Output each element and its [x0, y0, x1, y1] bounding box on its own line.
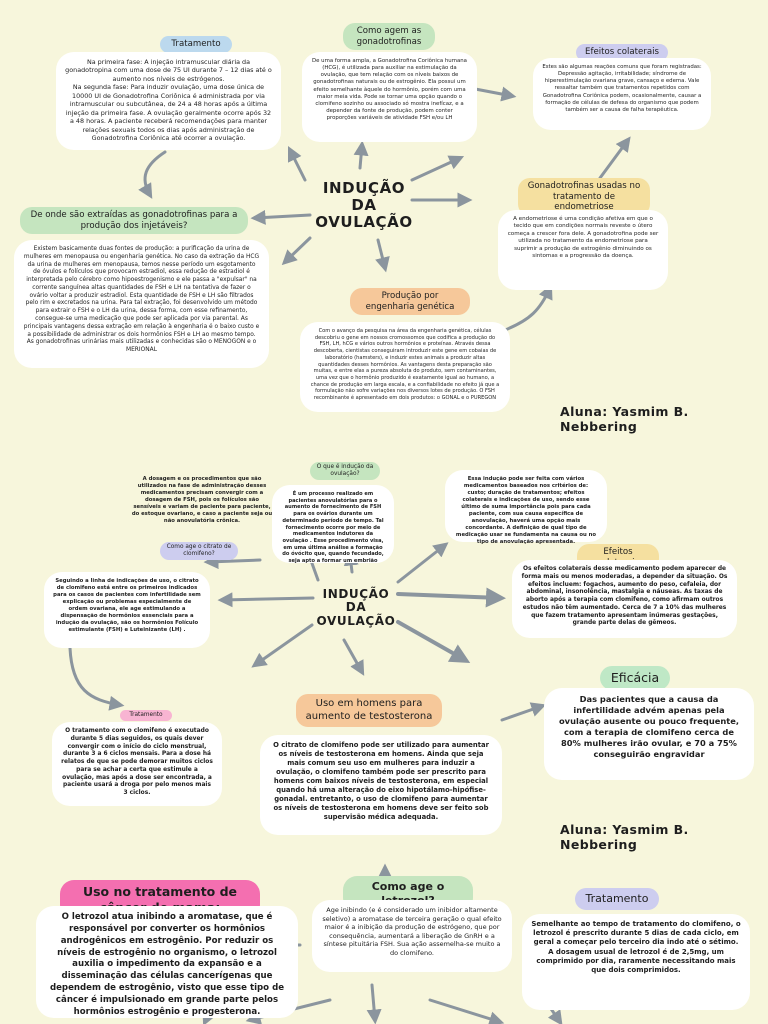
- section2-homens-text: O citrato de clomifeno pode ser utilizad…: [260, 735, 502, 835]
- section1-como-agem-label: Como agem as gonadotrofinas: [343, 23, 435, 51]
- section2-dosagem-text: A dosagem e os procedimentos que são uti…: [131, 476, 273, 524]
- section3-cancer-text: O letrozol atua inibindo a aromatase, qu…: [36, 906, 298, 1018]
- section2-efeitos-text: Os efeitos colaterais desse medicamento …: [512, 560, 737, 638]
- section1-tratamento-label: Tratamento: [160, 36, 232, 53]
- section2-citrato-label: Como age o citrato de clomifeno?: [160, 542, 238, 561]
- section1-efeitos-label: Efeitos colaterais: [576, 44, 668, 61]
- section1-engenharia-label: Produção por engenharia genética: [350, 288, 470, 316]
- section2-duracao-text: Essa indução pode ser feita com vários m…: [445, 470, 607, 545]
- section2-tratamento-label: Tratamento: [120, 710, 172, 722]
- section3-tratamento-label: Tratamento: [575, 888, 659, 910]
- section1-tratamento-text: Na primeira fase: A injeção intramuscula…: [56, 52, 281, 150]
- section1-efeitos-text: Estes são algumas reações comuns que for…: [533, 58, 711, 130]
- section1-endometriose-label: Gonadotrofinas usadas no tratamento de e…: [518, 178, 650, 217]
- section2-eficacia-text: Das pacientes que a causa da infertilida…: [544, 688, 754, 780]
- section1-origem-label: De onde são extraídas as gonadotrofinas …: [20, 207, 248, 235]
- section1-endometriose-text: A endometriose é uma condição afetiva em…: [498, 210, 668, 290]
- section2-eficacia-label: Eficácia: [600, 666, 670, 690]
- section2-author: Aluna: Yasmim B. Nebbering: [560, 822, 689, 852]
- section2-title: INDUÇÃO DA OVULAÇÃO: [316, 587, 396, 628]
- section3-tratamento-text: Semelhante ao tempo de tratamento do clo…: [522, 914, 750, 1010]
- section1-origem-text: Existem basicamente duas fontes de produ…: [14, 240, 269, 368]
- section2-homens-label: Uso em homens para aumento de testostero…: [296, 694, 442, 727]
- section2-citrato-text: Seguindo a linha de indicações de uso, o…: [44, 572, 210, 648]
- section1-author: Aluna: Yasmim B. Nebbering: [560, 404, 689, 434]
- section2-oque-label: O que é indução da ovulação?: [310, 462, 380, 481]
- section2-tratamento-text: O tratamento com o clomifeno é executado…: [52, 722, 222, 806]
- section1-como-agem-text: De uma forma ampla, a Gonadotrofina Cori…: [302, 52, 477, 142]
- section2-oque-text: É um processo realizado em pacientes ano…: [272, 485, 394, 564]
- section3-letrozol-text: Age inibindo (e é considerado um inibido…: [312, 900, 512, 972]
- section1-title: INDUÇÃO DA OVULAÇÃO: [315, 179, 413, 231]
- section1-engenharia-text: Com o avanço da pesquisa na área da enge…: [300, 322, 510, 412]
